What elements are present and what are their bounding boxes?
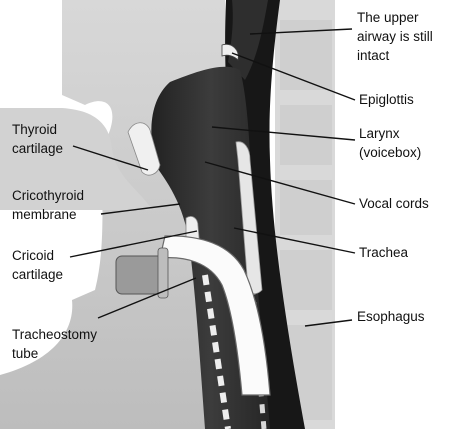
vertebra-3 [280, 180, 332, 235]
label-line: intact [357, 48, 390, 63]
label-upper-airway: The upper airway is still intact [357, 10, 437, 63]
label-epiglottis: Epiglottis [359, 92, 414, 107]
label-line: Epiglottis [359, 92, 414, 107]
label-line: Cricothyroid [12, 188, 84, 203]
label-line: The upper [357, 10, 419, 25]
label-larynx: Larynx (voicebox) [359, 126, 421, 160]
label-line: Thyroid [12, 122, 57, 137]
label-esophagus: Esophagus [357, 309, 425, 324]
label-trachea: Trachea [359, 245, 409, 260]
label-cricoid-cartilage: Cricoid cartilage [12, 248, 63, 282]
tracheostomy-flange [116, 256, 164, 294]
label-line: membrane [12, 207, 77, 222]
vertebra-4 [280, 250, 332, 310]
label-line: cartilage [12, 267, 63, 282]
label-line: (voicebox) [359, 145, 421, 160]
label-line: cartilage [12, 141, 63, 156]
label-line: Vocal cords [359, 196, 429, 211]
label-line: Trachea [359, 245, 409, 260]
label-line: Esophagus [357, 309, 425, 324]
label-line: airway is still [357, 29, 433, 44]
label-vocal-cords: Vocal cords [359, 196, 429, 211]
label-line: Cricoid [12, 248, 54, 263]
label-line: Tracheostomy [12, 327, 97, 342]
label-line: Larynx [359, 126, 400, 141]
label-line: tube [12, 346, 38, 361]
